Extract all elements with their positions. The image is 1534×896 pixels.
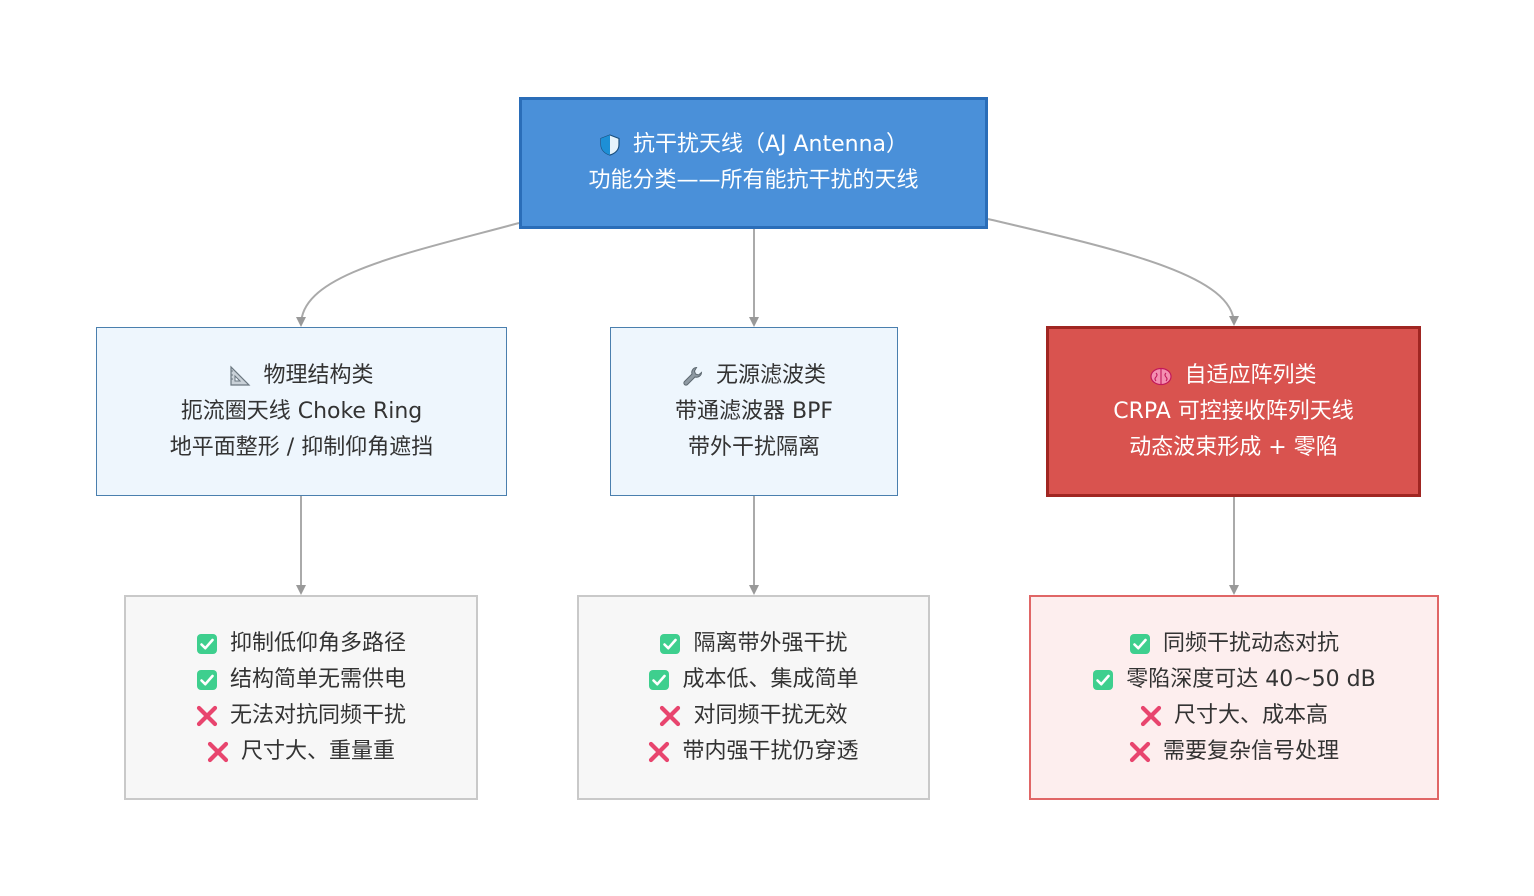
detail-text: 带内强干扰仍穿透 bbox=[682, 738, 859, 764]
detail-item: 成本低、集成简单 bbox=[648, 662, 859, 698]
root-title: 抗干扰天线（AJ Antenna） bbox=[632, 132, 909, 157]
root-node: 抗干扰天线（AJ Antenna） 功能分类——所有能抗干扰的天线 bbox=[519, 97, 988, 229]
category-title-line: 自适应阵列类 bbox=[1150, 358, 1317, 394]
details-node-physical: 抑制低仰角多路径 结构简单无需供电 无法对抗同频干扰 尺寸大、重量重 bbox=[124, 595, 478, 800]
wrench-icon bbox=[682, 365, 704, 387]
category-title: 物理结构类 bbox=[263, 362, 374, 388]
check-mark-icon bbox=[648, 669, 670, 691]
category-title: 无源滤波类 bbox=[715, 362, 826, 388]
details-node-adaptive: 同频干扰动态对抗 零陷深度可达 40~50 dB 尺寸大、成本高 需要复杂信号处… bbox=[1029, 595, 1439, 800]
detail-text: 对同频干扰无效 bbox=[693, 702, 848, 728]
detail-text: 成本低、集成简单 bbox=[682, 666, 859, 692]
detail-text: 需要复杂信号处理 bbox=[1162, 738, 1339, 764]
detail-item: 需要复杂信号处理 bbox=[1129, 734, 1339, 770]
category-line-2: 带外干扰隔离 bbox=[687, 434, 820, 460]
category-line-2: 动态波束形成 + 零陷 bbox=[1129, 434, 1338, 460]
cross-mark-icon bbox=[196, 705, 218, 727]
detail-item: 隔离带外强干扰 bbox=[659, 626, 848, 662]
root-title-line: 抗干扰天线（AJ Antenna） bbox=[599, 127, 908, 163]
cross-mark-icon bbox=[1129, 741, 1151, 763]
check-mark-icon bbox=[196, 669, 218, 691]
check-mark-icon bbox=[659, 633, 681, 655]
detail-text: 隔离带外强干扰 bbox=[693, 630, 848, 656]
detail-item: 带内强干扰仍穿透 bbox=[648, 734, 859, 770]
details-node-passive: 隔离带外强干扰 成本低、集成简单 对同频干扰无效 带内强干扰仍穿透 bbox=[577, 595, 930, 800]
root-subtitle: 功能分类——所有能抗干扰的天线 bbox=[588, 168, 919, 193]
detail-text: 结构简单无需供电 bbox=[229, 666, 406, 692]
cross-mark-icon bbox=[1140, 705, 1162, 727]
detail-text: 尺寸大、重量重 bbox=[240, 738, 395, 764]
category-title: 自适应阵列类 bbox=[1184, 362, 1317, 388]
category-node-physical: 物理结构类 扼流圈天线 Choke Ring 地平面整形 / 抑制仰角遮挡 bbox=[96, 327, 507, 496]
category-node-adaptive: 自适应阵列类 CRPA 可控接收阵列天线 动态波束形成 + 零陷 bbox=[1046, 326, 1421, 497]
brain-icon bbox=[1150, 365, 1173, 387]
category-line-1: 带通滤波器 BPF bbox=[674, 398, 833, 424]
detail-item: 结构简单无需供电 bbox=[196, 662, 406, 698]
detail-item: 零陷深度可达 40~50 dB bbox=[1092, 662, 1376, 698]
category-line-1: 扼流圈天线 Choke Ring bbox=[180, 398, 423, 424]
detail-item: 尺寸大、成本高 bbox=[1140, 698, 1328, 734]
shield-icon bbox=[599, 134, 621, 156]
check-mark-icon bbox=[196, 633, 218, 655]
detail-item: 同频干扰动态对抗 bbox=[1129, 626, 1339, 662]
detail-item: 无法对抗同频干扰 bbox=[196, 698, 406, 734]
detail-text: 尺寸大、成本高 bbox=[1173, 702, 1328, 728]
detail-text: 零陷深度可达 40~50 dB bbox=[1126, 666, 1376, 692]
detail-text: 无法对抗同频干扰 bbox=[229, 702, 406, 728]
cross-mark-icon bbox=[207, 741, 229, 763]
edge-root-to-physical bbox=[296, 222, 520, 327]
detail-item: 对同频干扰无效 bbox=[659, 698, 848, 734]
category-line-2: 地平面整形 / 抑制仰角遮挡 bbox=[169, 434, 434, 460]
detail-text: 同频干扰动态对抗 bbox=[1162, 630, 1339, 656]
check-mark-icon bbox=[1129, 633, 1151, 655]
detail-item: 尺寸大、重量重 bbox=[207, 734, 395, 770]
triangular-ruler-icon bbox=[229, 365, 251, 387]
cross-mark-icon bbox=[648, 741, 670, 763]
category-title-line: 物理结构类 bbox=[229, 358, 374, 394]
cross-mark-icon bbox=[659, 705, 681, 727]
edge-root-to-adaptive bbox=[987, 218, 1239, 326]
detail-item: 抑制低仰角多路径 bbox=[196, 626, 406, 662]
check-mark-icon bbox=[1092, 669, 1114, 691]
category-line-1: CRPA 可控接收阵列天线 bbox=[1113, 398, 1354, 424]
detail-text: 抑制低仰角多路径 bbox=[229, 630, 406, 656]
category-title-line: 无源滤波类 bbox=[682, 358, 826, 394]
category-node-passive: 无源滤波类 带通滤波器 BPF 带外干扰隔离 bbox=[610, 327, 898, 496]
